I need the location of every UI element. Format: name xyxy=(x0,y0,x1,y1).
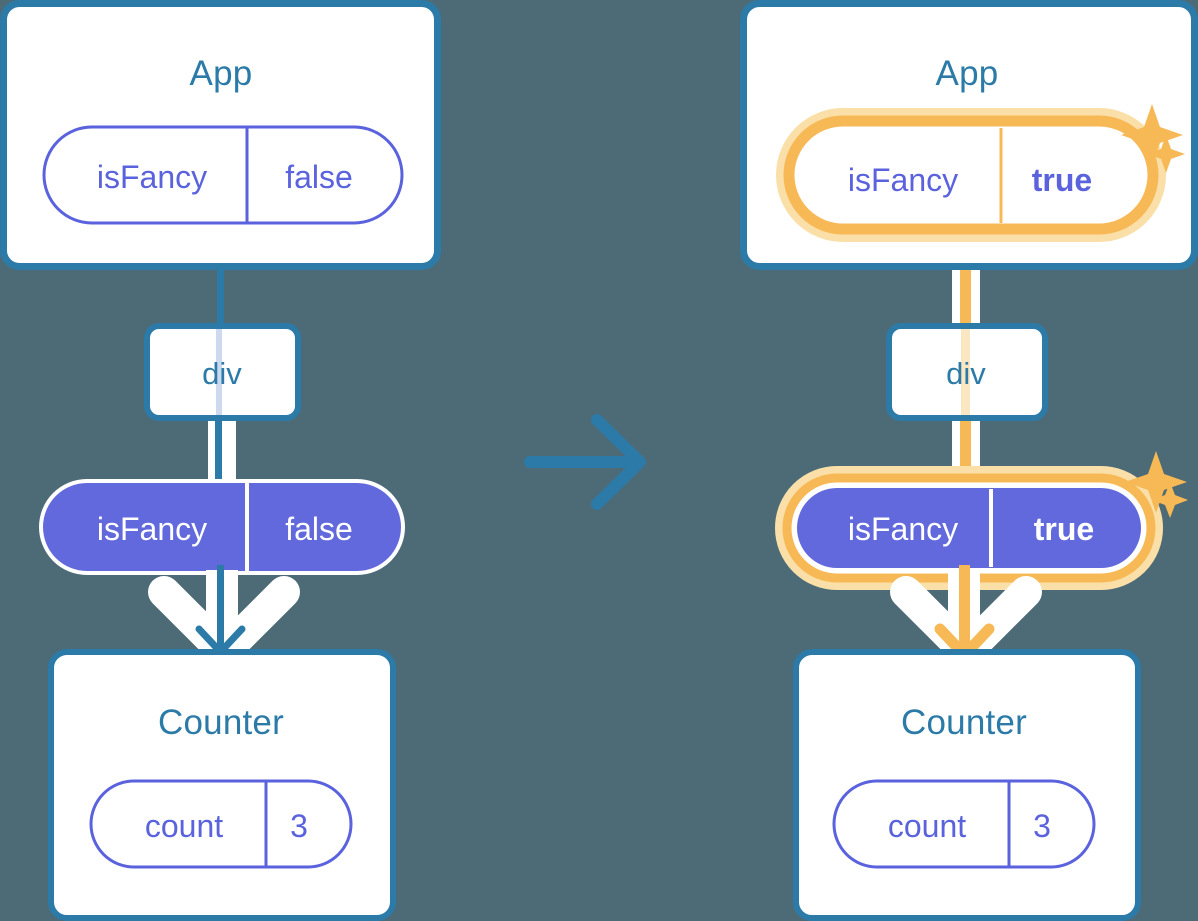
prop-pill-value-right: true xyxy=(1033,511,1095,547)
counter-state-key-right: count xyxy=(887,808,967,844)
div-passthrough-line-inner-left xyxy=(216,329,222,415)
app-state-value-left: false xyxy=(285,159,353,195)
counter-state-value-right: 3 xyxy=(1033,808,1051,844)
prop-pill-key-right: isFancy xyxy=(847,511,959,547)
div-label-left: div xyxy=(202,356,242,391)
div-passthrough-line-right xyxy=(961,329,970,415)
transition-arrow-icon xyxy=(524,414,646,510)
connector-div-to-pill-right xyxy=(960,410,971,495)
counter-state-pill-left[interactable] xyxy=(89,779,353,869)
counter-state-value-left: 3 xyxy=(290,808,308,844)
sparkle-icon-pill-small xyxy=(1152,482,1188,518)
counter-title-right: Counter xyxy=(901,703,1027,742)
sparkle-icon-app-large xyxy=(1121,104,1183,166)
connector-app-to-div-right xyxy=(960,215,971,330)
prop-pill-right[interactable] xyxy=(797,488,1141,568)
app-state-pill-highlight-right xyxy=(783,115,1159,235)
counter-state-pill-right[interactable] xyxy=(832,779,1096,869)
prop-pill-value-left: false xyxy=(285,511,353,547)
prop-pill-key-left: isFancy xyxy=(96,511,208,547)
counter-state-key-left: count xyxy=(144,808,224,844)
app-title-left: App xyxy=(189,54,253,93)
app-state-key-left: isFancy xyxy=(96,159,208,195)
connector-app-to-div-left xyxy=(217,262,224,330)
sparkle-icon-pill-large xyxy=(1125,451,1187,513)
flow-arrow-left xyxy=(148,565,300,668)
sparkle-icon-app-small xyxy=(1147,135,1185,173)
counter-title-left: Counter xyxy=(158,703,284,742)
app-title-right: App xyxy=(935,54,999,93)
div-label-right: div xyxy=(946,356,986,391)
connector-div-to-pill-left xyxy=(215,410,222,495)
app-state-key-right: isFancy xyxy=(847,162,959,198)
app-state-value-right: true xyxy=(1031,162,1093,198)
app-state-pill-left[interactable] xyxy=(42,125,404,225)
div-box-left[interactable] xyxy=(144,323,301,421)
